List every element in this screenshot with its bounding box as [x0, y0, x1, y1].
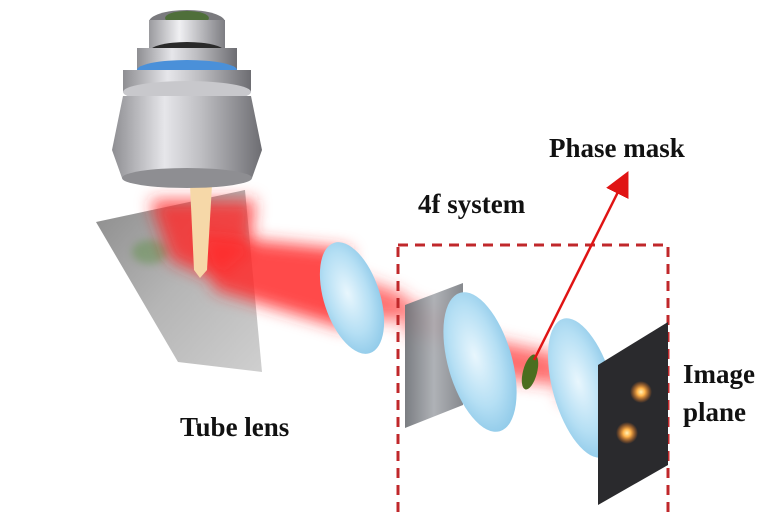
image-plane-label-line2: plane — [683, 397, 747, 427]
tube-lens-label: Tube lens — [180, 412, 290, 442]
microscope-objective-icon — [112, 10, 262, 188]
image-plane-label-line1: Image — [683, 359, 755, 389]
beam-focus — [190, 185, 212, 278]
sample-fluorescence — [132, 240, 168, 264]
tube-lens-icon — [319, 242, 385, 354]
phase-mask-icon — [521, 354, 539, 390]
four-f-system-label: 4f system — [418, 189, 526, 219]
image-plane-icon — [598, 322, 668, 505]
phase-mask-label: Phase mask — [549, 133, 685, 163]
phase-mask-arrow — [532, 171, 629, 361]
lens-2-icon — [443, 292, 517, 432]
image-spot-2 — [616, 422, 638, 444]
image-spot-1 — [630, 381, 652, 403]
